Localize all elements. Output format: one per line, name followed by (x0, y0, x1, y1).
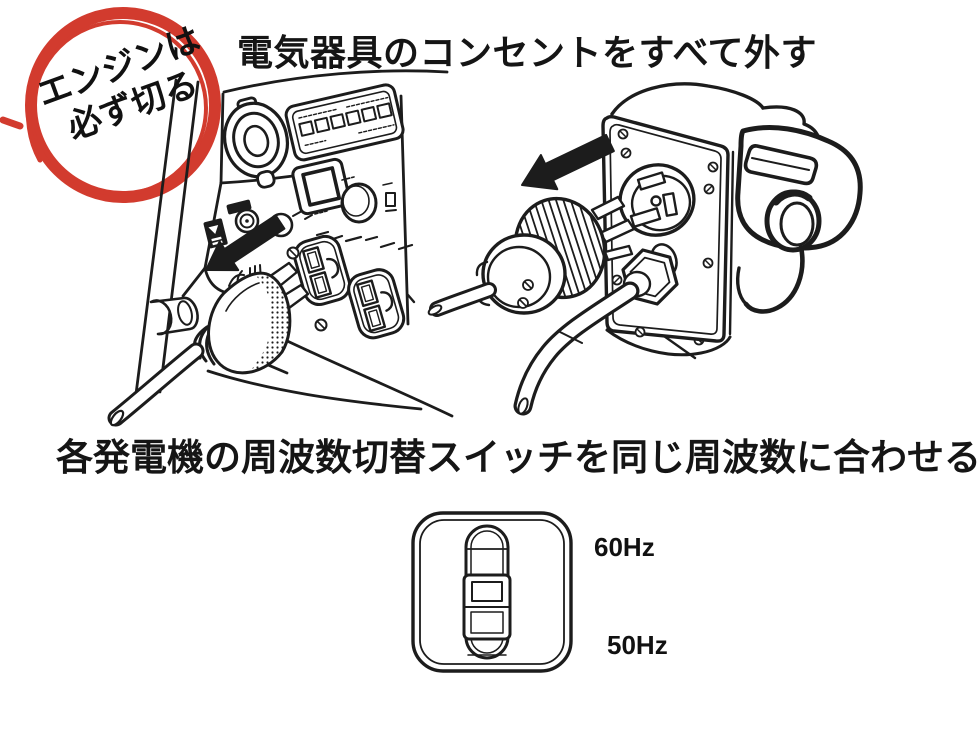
unplug-arrow-icon (521, 133, 615, 191)
generator-outlet-unplug-illustration (427, 82, 863, 416)
twist-lock-receptacle-icon (618, 163, 696, 237)
cable-gland-icon (513, 243, 679, 416)
power-plug-icon (207, 271, 292, 375)
indicator-panel-icon (284, 83, 405, 162)
ac-outlet-icon (347, 268, 406, 340)
step2-heading: 各発電機の周波数切替スイッチを同じ周波数に合わせる (56, 437, 980, 478)
ac-outlet-icon (293, 234, 352, 307)
panel-button-icon (291, 157, 351, 216)
warning-label-icon (203, 218, 228, 249)
dc-socket-icon (223, 96, 289, 189)
switch-knob (462, 573, 512, 641)
engine-off-stamp-circle-icon (0, 7, 221, 203)
freq-label-50hz: 50Hz (607, 630, 668, 660)
frequency-switch-illustration (411, 511, 573, 673)
twist-lock-plug-icon (427, 196, 607, 317)
unplug-arrow-icon (205, 214, 286, 272)
step1-heading: 電気器具のコンセントをすべて外す (237, 32, 818, 73)
generator-panel-unplug-illustration (107, 69, 454, 427)
freq-label-60hz: 60Hz (594, 532, 655, 562)
